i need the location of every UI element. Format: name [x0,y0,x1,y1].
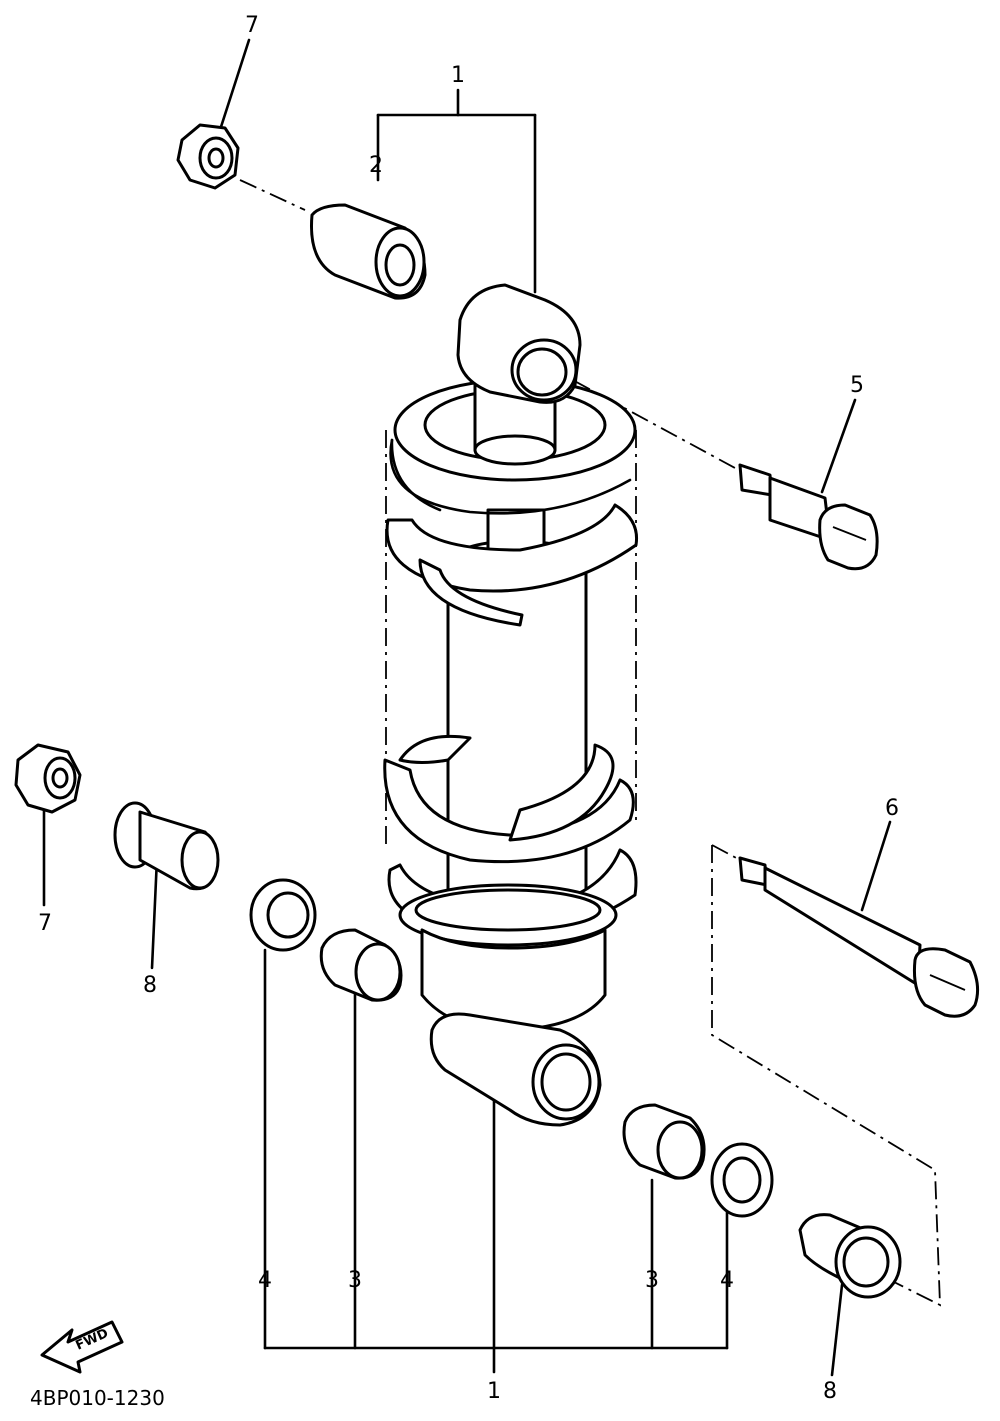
nut-7-top [176,123,240,190]
callout-7-top: 7 [245,13,259,38]
callout-numbers: 1 2 7 5 6 7 8 4 3 3 4 1 8 [38,13,899,1404]
washer-4-right [710,1142,774,1218]
callout-8-bottom: 8 [823,1379,837,1404]
callout-6: 6 [885,796,899,821]
diagram-code: 4BP010-1230 [30,1386,165,1410]
callout-2: 2 [369,153,383,178]
callout-5: 5 [850,373,864,398]
forward-direction-arrow-icon: FWD [40,1320,124,1374]
bolt-5 [738,463,879,571]
collar-8-left [113,801,220,891]
spacer-3-right [622,1103,706,1180]
bolt-6 [738,856,980,1018]
callout-4-left: 4 [258,1268,272,1293]
spacer-3-left [319,928,403,1002]
callout-3-right: 3 [645,1268,659,1293]
callout-1-top: 1 [451,63,465,88]
callout-4-right: 4 [720,1268,734,1293]
callout-3-left: 3 [348,1268,362,1293]
bush-2 [309,203,427,300]
callout-7-left: 7 [38,911,52,936]
callout-8-left: 8 [143,973,157,998]
nut-7-left [14,743,82,814]
shock-absorber [383,283,639,1127]
washer-4-left [249,878,317,952]
leader-lines [42,38,941,1377]
collar-8-bottom [798,1213,902,1299]
callout-1-bottom: 1 [487,1379,501,1404]
